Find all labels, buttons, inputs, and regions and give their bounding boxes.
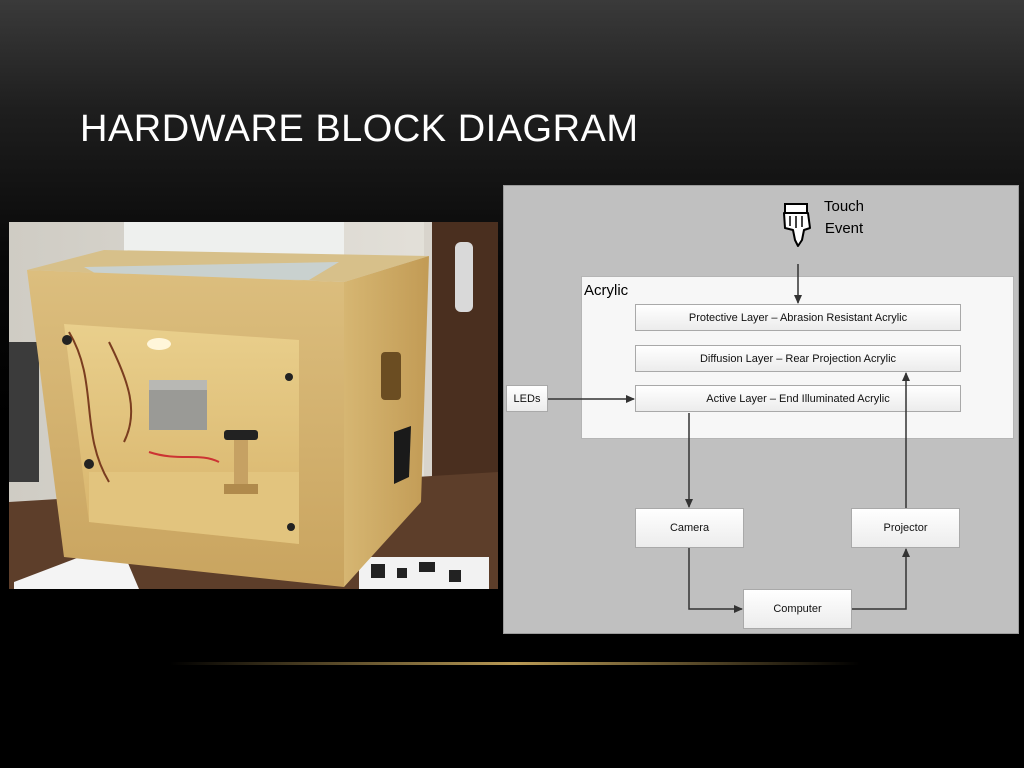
touch-event-line-2: Event (824, 220, 864, 237)
acrylic-label: Acrylic (584, 282, 629, 299)
block-diagram: Acrylic Touch Event Protective Layer – A… (503, 185, 1019, 634)
touch-event-line-1: Touch (823, 198, 865, 215)
leds-block: LEDs (506, 385, 548, 412)
diffusion-layer-block: Diffusion Layer – Rear Projection Acryli… (635, 345, 961, 372)
touch-event-label: Touch Event (816, 196, 872, 240)
arrow-camera-to-computer (688, 548, 743, 613)
gold-divider-line (170, 662, 860, 665)
arrow-computer-to-projector (852, 548, 910, 610)
active-layer-block: Active Layer – End Illuminated Acrylic (635, 385, 961, 412)
computer-block: Computer (743, 589, 852, 629)
pointing-hand-icon (780, 202, 816, 253)
projector-block: Projector (851, 508, 960, 548)
camera-block: Camera (635, 508, 744, 548)
hardware-photo (9, 222, 498, 589)
protective-layer-block: Protective Layer – Abrasion Resistant Ac… (635, 304, 961, 331)
slide-title: HARDWARE BLOCK DIAGRAM (80, 108, 639, 150)
